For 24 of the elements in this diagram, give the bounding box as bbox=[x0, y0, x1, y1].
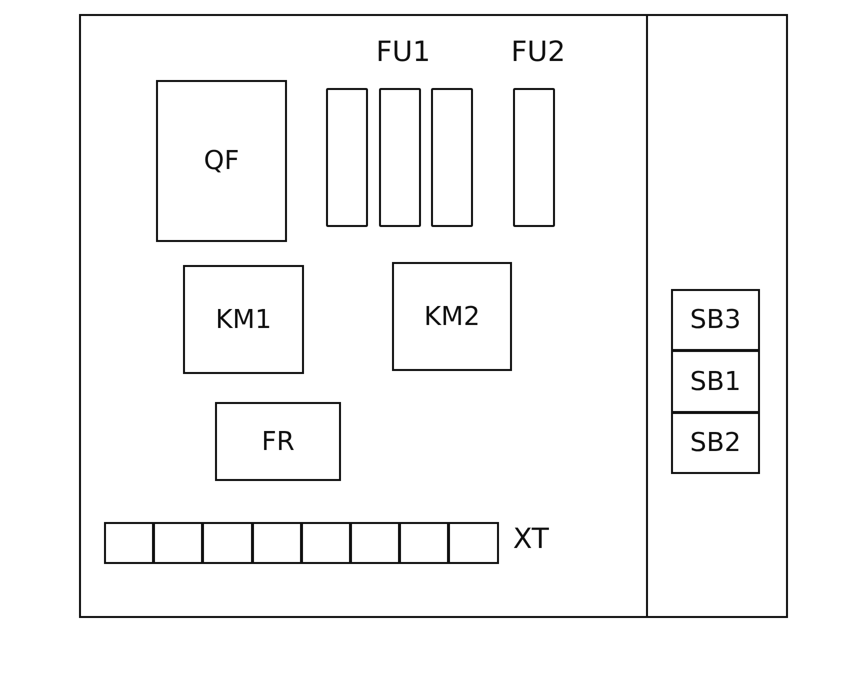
terminal-cell bbox=[153, 522, 204, 564]
breaker-box: QF bbox=[156, 80, 287, 242]
terminal-cell bbox=[399, 522, 450, 564]
cabinet-panel bbox=[79, 14, 649, 618]
push-button-box: SB1 bbox=[671, 350, 760, 413]
push-button-box: SB2 bbox=[671, 412, 760, 474]
contactor-box: KM2 bbox=[392, 262, 512, 371]
terminal-cell bbox=[448, 522, 499, 564]
terminal-cell bbox=[300, 522, 351, 564]
door-panel bbox=[646, 14, 788, 618]
terminal-cell bbox=[252, 522, 302, 564]
part-label: FU2 bbox=[511, 38, 566, 66]
fuse-body bbox=[431, 88, 473, 227]
terminal-cell bbox=[202, 522, 253, 564]
relay-box: FR bbox=[215, 402, 341, 481]
part-label: XT bbox=[513, 525, 549, 553]
push-button-box: SB3 bbox=[671, 289, 760, 351]
terminal-cell bbox=[350, 522, 400, 564]
terminal-cell bbox=[104, 522, 154, 564]
fuse-body bbox=[513, 88, 555, 227]
fuse-body bbox=[326, 88, 368, 227]
part-label: FU1 bbox=[376, 38, 430, 66]
fuse-body bbox=[379, 88, 421, 227]
contactor-box: KM1 bbox=[183, 265, 304, 374]
